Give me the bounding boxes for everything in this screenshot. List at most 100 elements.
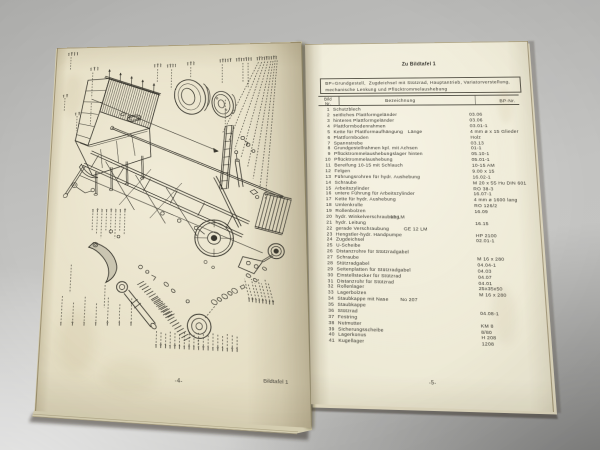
cell-nr: 23	[326, 232, 333, 238]
right-page-title: Zu Bildtafel 1	[401, 61, 436, 68]
cell-bp: 10-15 AM	[471, 163, 495, 169]
cell-nr: 13	[325, 174, 332, 180]
pulley-drawing	[195, 220, 234, 257]
cell-bp: M 16 x 280	[479, 293, 507, 300]
callout-numbers-bottom	[59, 208, 274, 354]
cell-nr: 2	[326, 113, 330, 119]
parts-group-line1: BP=Grundgestell, Zugdeichsel mit Stützra…	[325, 79, 511, 86]
cell-bp: 1208	[481, 342, 495, 349]
cell-name: Grundgestellrahmen kpl. mit Achsen	[333, 146, 418, 152]
cell-nr: 21	[326, 220, 333, 226]
cell-nr: 36	[328, 308, 335, 314]
cell-bp: 9.00 x 15	[472, 169, 495, 175]
cell-nr: 26	[326, 249, 333, 255]
cell-name: Schraube	[336, 255, 360, 261]
chain-drawing	[136, 281, 192, 341]
cell-name: Rollenbolzen	[335, 209, 366, 215]
cell-note: No 207	[400, 298, 418, 304]
callout-numbers-top	[67, 48, 277, 72]
cell-name: Führungsrohren für hydr. Aushebung	[334, 174, 421, 181]
parts-group-line2: mechanische Lenkung und Pflücktrommelaus…	[325, 86, 448, 92]
cell-bp: 03.06	[469, 118, 483, 124]
cell-bp: 4 mm ø 1600 lang	[473, 198, 518, 204]
cell-name: seitliches Plattformgeländer	[333, 113, 398, 119]
cell-name: Rollenlager	[337, 284, 365, 291]
cell-name: Stützrad	[337, 308, 358, 315]
cell-name: Schraube	[334, 180, 357, 186]
cell-name: Festring	[337, 314, 358, 321]
tire-drawing	[169, 75, 236, 119]
cell-name: Umlenkrolle	[335, 203, 364, 209]
cell-bp: 04.03	[477, 269, 492, 275]
right-page-content: Zu Bildtafel 1 BP=Grundgestell, Zugdeich…	[305, 42, 553, 412]
cell-bp: 01-1	[470, 146, 482, 152]
cell-nr: 32	[327, 284, 334, 290]
cell-bp: 03.13	[470, 141, 485, 146]
cell-bp: M 16 x 280	[477, 257, 505, 263]
rear-railing-drawing	[254, 192, 292, 235]
cell-bp: 25x35x50	[478, 287, 503, 294]
cell-bp: HP 2100	[475, 233, 497, 239]
stand-hook-drawing	[87, 242, 118, 283]
cell-nr: 33	[327, 290, 334, 296]
exploded-parts-diagram	[36, 43, 312, 429]
cell-name: hydr. Leitung	[335, 220, 367, 226]
cell-nr: 34	[327, 296, 334, 302]
cell-name: Lagerbolzen	[337, 290, 367, 297]
cell-note: GE 12 LM	[403, 227, 428, 233]
cell-bp: H 208	[481, 336, 497, 343]
cell-nr: 16	[325, 191, 332, 197]
cell-bp: 4 mm ø x 15 Glieder	[469, 129, 519, 135]
cell-bp: RO 38-3	[473, 186, 494, 192]
cell-nr: 28	[327, 261, 334, 267]
cell-name: Nutmutter	[337, 320, 362, 327]
cell-nr: 19	[326, 208, 332, 214]
cell-name: Stützradgabel	[336, 261, 370, 267]
column-separator	[474, 95, 476, 105]
cell-nr: 35	[328, 302, 335, 308]
cell-name: Kette für Plattformaufhängung	[333, 129, 404, 135]
right-page-number: -5-	[428, 379, 437, 387]
cell-nr: 39	[328, 326, 335, 333]
cell-bp: 05.01-1	[471, 158, 491, 164]
cell-bp: RO 126/2	[474, 204, 498, 210]
tie-rod-drawing	[76, 97, 284, 254]
cell-nr: 6	[327, 135, 331, 141]
right-page: Zu Bildtafel 1 BP=Grundgestell, Zugdeich…	[305, 40, 555, 413]
cell-name: Pflücktrommelaushebungslager hinten	[333, 152, 423, 158]
cell-name: Kette für hydr. Aushebung	[335, 197, 396, 203]
cell-nr: 11	[325, 163, 331, 169]
cell-name: Felgen	[334, 169, 351, 175]
cell-bp: KM 8	[480, 324, 494, 330]
platform-drawing	[71, 68, 161, 195]
left-page-number: -4-	[174, 377, 183, 385]
cell-bp: 8/80	[481, 330, 493, 336]
cell-nr: 4	[327, 124, 331, 130]
left-page-content: -4- Bildtafel 1	[36, 43, 311, 428]
cell-name: Spannstrebe	[333, 141, 364, 146]
cylinder-drawing	[115, 281, 158, 330]
cell-nr: 37	[328, 314, 335, 320]
cell-name: Staubkappe	[337, 302, 367, 309]
cell-nr: 5	[327, 130, 331, 135]
cell-bp: 04.08-1	[480, 311, 500, 318]
cell-name: Schutzblech	[332, 108, 361, 113]
left-page: -4- Bildtafel 1	[34, 42, 311, 428]
cell-name: U-Scheibe	[336, 243, 361, 250]
cell-nr: 27	[327, 255, 334, 261]
cell-bp: 16.02-1	[472, 175, 492, 181]
cell-bp: 04.07	[478, 275, 493, 281]
steering-arc-drawing	[213, 176, 241, 227]
cell-name: Plattformboden	[333, 135, 369, 141]
cell-nr: 10	[325, 157, 331, 163]
cell-nr: 20	[326, 214, 333, 220]
cell-name: Kugellager	[338, 339, 365, 345]
cell-nr: 1	[326, 108, 330, 113]
cell-bp: Holz	[470, 135, 482, 141]
cell-nr: 31	[327, 278, 334, 285]
cell-name: hinteres Plattformgeländer	[333, 118, 395, 124]
parts-group-box: BP=Grundgestell, Zugdeichsel mit Stützra…	[319, 76, 522, 94]
cell-nr: 15	[325, 186, 332, 192]
